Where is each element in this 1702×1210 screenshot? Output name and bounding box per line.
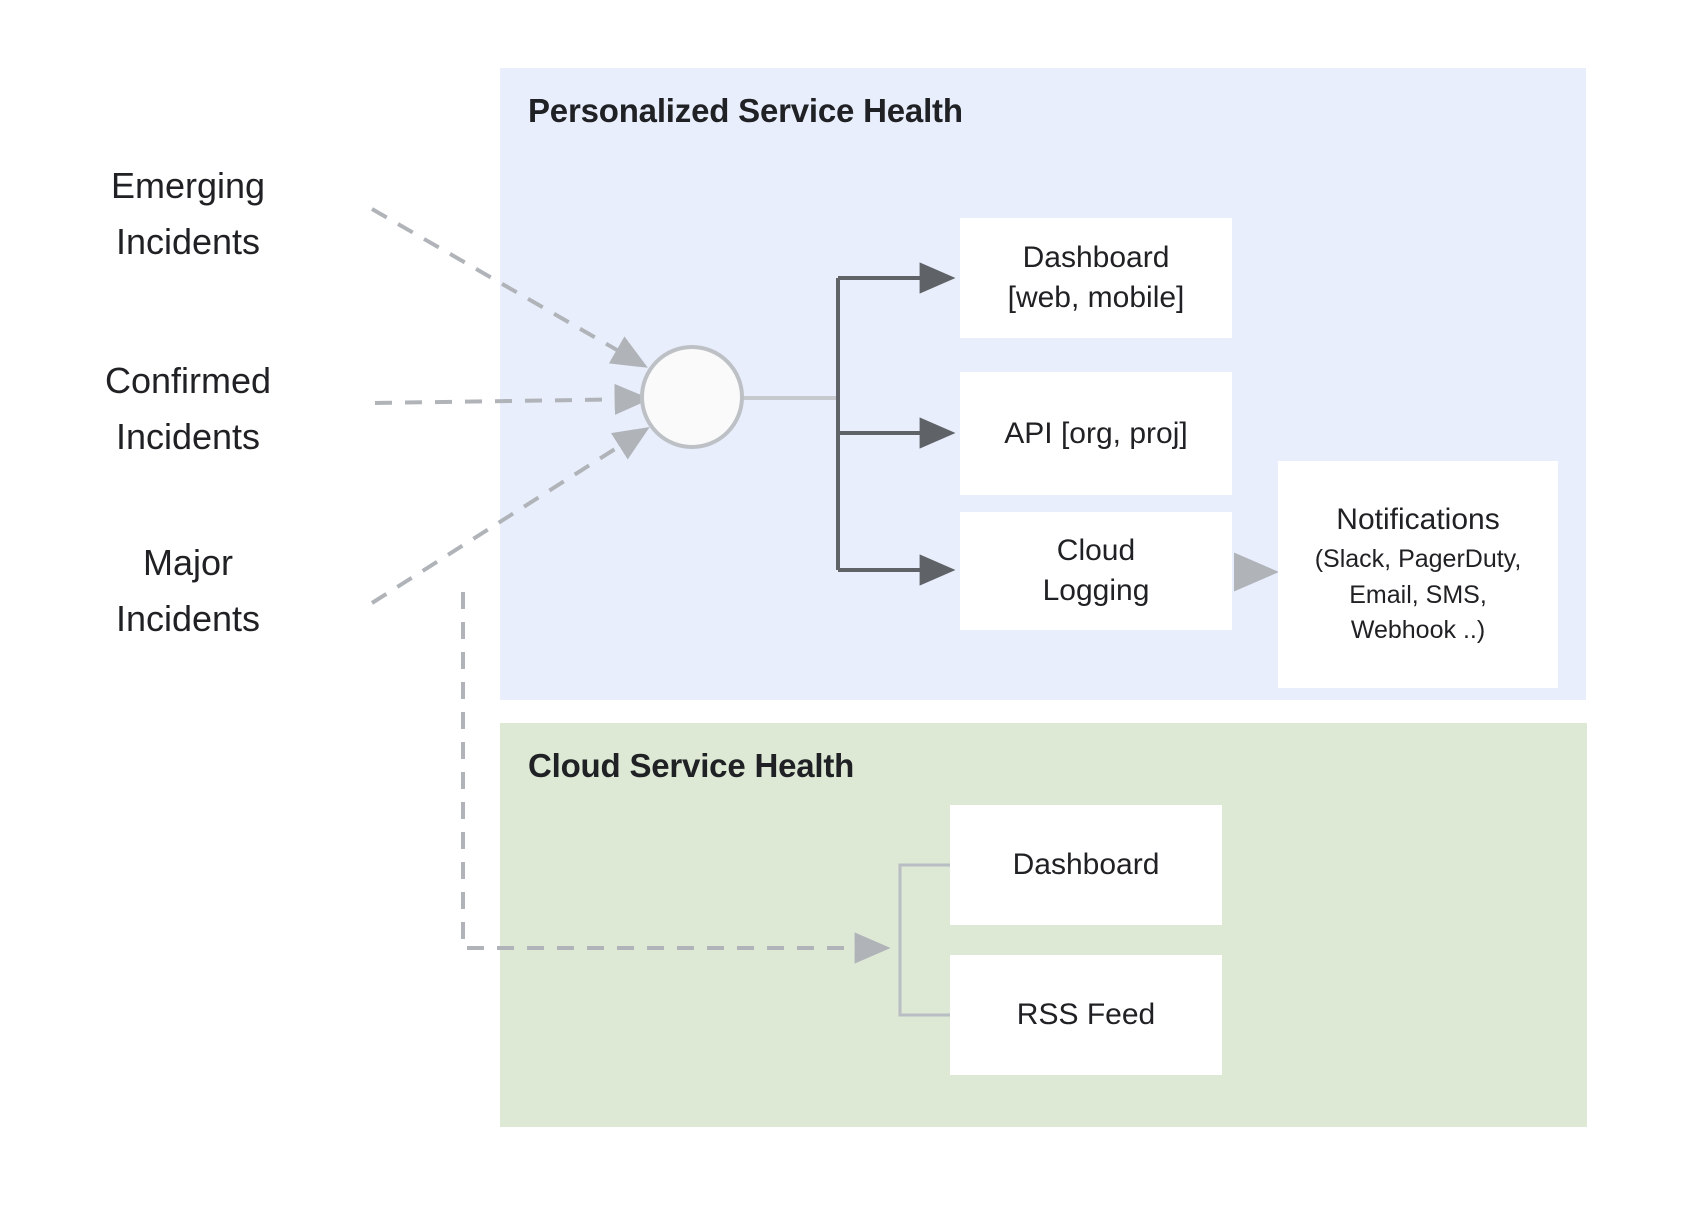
node-cloud-logging[interactable]: Cloud Logging: [960, 512, 1232, 630]
source-label-confirmed-incidents: Confirmed Incidents: [104, 360, 272, 457]
node-api-org-proj-label: API [org, proj]: [1004, 416, 1188, 450]
node-notifications-detail-line2: Email, SMS,: [1349, 580, 1487, 609]
node-cloud-logging-line1: Cloud: [1056, 534, 1136, 568]
node-rss-feed[interactable]: RSS Feed: [950, 955, 1222, 1075]
node-dashboard-web-mobile-line2: [web, mobile]: [1007, 281, 1185, 314]
node-dashboard-web-mobile[interactable]: Dashboard [web, mobile]: [960, 218, 1232, 338]
node-cloud-dashboard-label: Dashboard: [1012, 848, 1160, 882]
node-notifications-detail-line1: (Slack, PagerDuty,: [1314, 545, 1522, 574]
node-notifications-detail-line3: Webhook ..): [1350, 616, 1486, 645]
panel-title-cloud-service-health: Cloud Service Health: [528, 747, 855, 784]
node-notifications-title: Notifications: [1336, 503, 1500, 537]
node-notifications[interactable]: Notifications (Slack, PagerDuty, Email, …: [1278, 461, 1558, 688]
node-api-org-proj[interactable]: API [org, proj]: [960, 372, 1232, 495]
node-rss-feed-label: RSS Feed: [1016, 998, 1156, 1032]
node-cloud-logging-line2: Logging: [1042, 574, 1150, 607]
node-dashboard-web-mobile-line1: Dashboard: [1022, 241, 1170, 275]
panel-title-personalized-service-health: Personalized Service Health: [528, 92, 963, 129]
node-cloud-dashboard[interactable]: Dashboard: [950, 805, 1222, 925]
source-label-emerging-incidents: Emerging Incidents: [110, 165, 266, 262]
source-label-major-incidents: Major Incidents: [115, 542, 261, 639]
